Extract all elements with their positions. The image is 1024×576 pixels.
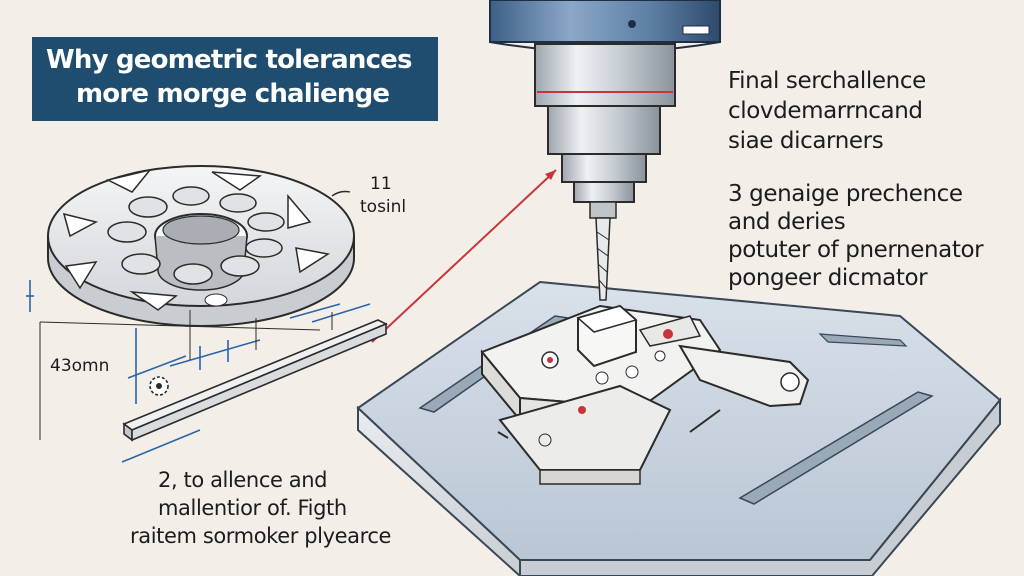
spindle (489, 0, 721, 301)
straight-edge (122, 319, 388, 442)
right-text-line: siae dicarners (728, 128, 884, 154)
flange-part (47, 165, 355, 327)
right-text-line: potuter of pnernenator (728, 237, 984, 263)
callout-pointer (331, 190, 351, 197)
bottom-text-block: 2, to allence and mallentior of. Figth r… (130, 466, 391, 550)
bottom-text-line: 2, to allence and (158, 468, 328, 492)
right-text-block-2: 3 genaige prechence and deries potuter o… (728, 180, 984, 292)
right-text-block-1: Final serchallence clovdemarrncand siae … (728, 66, 926, 156)
title-line-2: more morge chalienge (76, 79, 390, 109)
bottom-text-line: mallentior of. Figth (158, 496, 347, 520)
title-banner: Why geometric tolerances more morge chal… (32, 37, 438, 121)
right-text-line: clovdemarrncand (728, 98, 923, 124)
dimension-label: 43omn (50, 356, 110, 376)
title-line-1: Why geometric tolerances (46, 45, 412, 75)
right-text-line: 3 genaige prechence (728, 181, 963, 207)
dimension-lines (26, 280, 371, 463)
callout-label: 11 tosinl (360, 173, 406, 219)
callout-word: tosinl (360, 197, 407, 217)
gear-icon (149, 376, 169, 396)
right-text-line: and deries (728, 209, 846, 235)
right-text-line: pongeer dicmator (728, 265, 928, 291)
callout-number: 11 (370, 174, 392, 194)
right-text-line: Final serchallence (728, 68, 926, 94)
fixture (480, 304, 810, 485)
bottom-text-line: raitem sormoker plyearce (130, 524, 392, 548)
machine-table (356, 280, 1002, 576)
